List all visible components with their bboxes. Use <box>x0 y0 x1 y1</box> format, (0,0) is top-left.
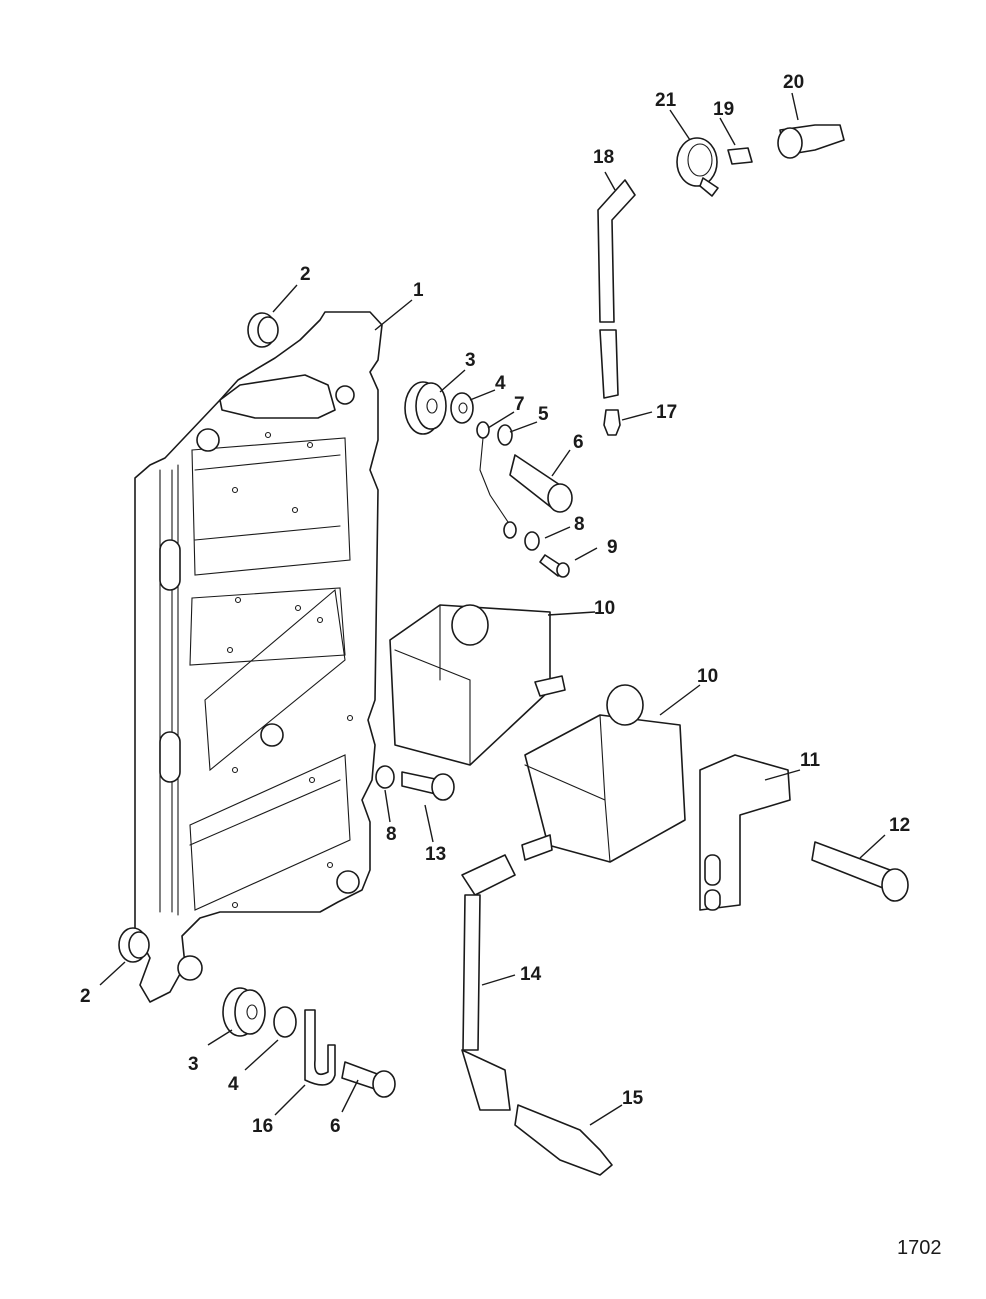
ignition-coil-upper <box>389 604 566 766</box>
bracket-11 <box>699 754 791 911</box>
callout-7: 7 <box>514 394 525 415</box>
callout-21: 21 <box>655 90 677 111</box>
callout-16: 16 <box>252 1116 273 1137</box>
hose-18 <box>597 179 636 399</box>
callout-15: 15 <box>622 1088 644 1109</box>
clamp-21 <box>676 137 719 197</box>
mounting-plate <box>134 311 383 1003</box>
callout-19: 19 <box>713 99 734 120</box>
callout-1: 1 <box>413 280 424 301</box>
washer-lower <box>375 765 395 789</box>
ring-terminal <box>476 421 517 539</box>
lock-washer-upper <box>497 424 513 446</box>
callout-8-lower: 8 <box>386 824 397 845</box>
bushing-upper <box>404 381 447 435</box>
callout-labels: 2 1 3 4 7 5 6 8 9 10 10 11 12 8 13 14 15… <box>80 72 910 1137</box>
fitting-17 <box>603 409 621 436</box>
callout-17: 17 <box>656 402 677 423</box>
fitting-19 <box>727 147 753 165</box>
bolt-13 <box>401 771 455 801</box>
callout-20: 20 <box>783 72 804 93</box>
callout-13: 13 <box>425 844 446 865</box>
callout-11: 11 <box>800 750 821 771</box>
callout-4-upper: 4 <box>495 373 506 394</box>
callout-3-upper: 3 <box>465 350 476 371</box>
grommet-top <box>247 312 279 348</box>
washer-small <box>524 531 540 551</box>
ignition-coil-lower <box>521 684 686 863</box>
callout-4-lower: 4 <box>228 1074 239 1095</box>
washer-upper <box>450 392 474 424</box>
bolt-lower-6 <box>341 1061 396 1098</box>
callout-2-top: 2 <box>300 264 311 285</box>
spark-plug <box>514 1104 613 1176</box>
washer-lower-4 <box>273 1006 297 1038</box>
leader-lines <box>99 92 886 1126</box>
callout-10-lower: 10 <box>697 666 718 687</box>
grommet-bottom <box>118 927 150 963</box>
clip-16 <box>304 1009 336 1086</box>
callout-6-upper: 6 <box>573 432 584 453</box>
callout-14: 14 <box>520 964 542 985</box>
bolt-12 <box>811 841 909 902</box>
callout-3-lower: 3 <box>188 1054 199 1075</box>
callout-2-bottom: 2 <box>80 986 91 1007</box>
sensor-20 <box>777 124 845 159</box>
screw-small <box>539 554 570 578</box>
callout-5: 5 <box>538 404 549 425</box>
callout-8-upper: 8 <box>574 514 585 535</box>
spark-plug-lead <box>461 854 516 1111</box>
bolt-upper <box>509 454 573 513</box>
callout-12: 12 <box>889 815 910 836</box>
figure-number: 1702 <box>897 1237 942 1259</box>
callout-10-upper: 10 <box>594 598 615 619</box>
callout-9: 9 <box>607 537 618 558</box>
bushing-lower <box>222 987 266 1037</box>
callout-18: 18 <box>593 147 614 168</box>
callout-6-lower: 6 <box>330 1116 341 1137</box>
